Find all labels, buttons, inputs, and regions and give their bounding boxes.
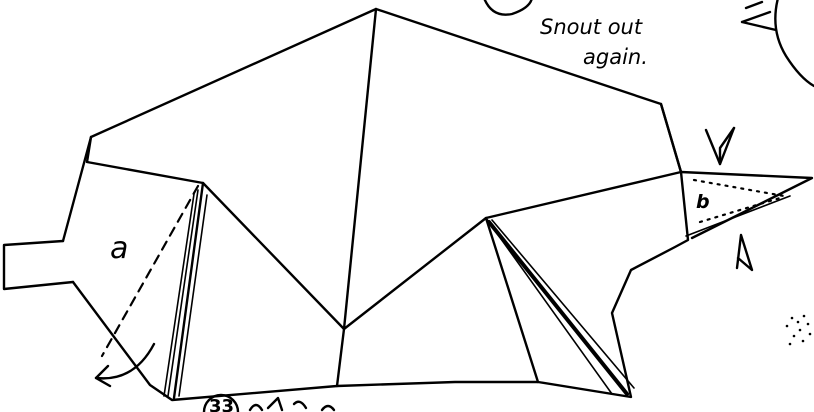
cropped-caption-marks bbox=[250, 398, 334, 410]
fold-label-b: b bbox=[696, 191, 710, 213]
center-crease bbox=[344, 9, 376, 329]
fold-label-a: a bbox=[110, 231, 128, 266]
head-panel-edge bbox=[661, 104, 681, 172]
fold-arrow-a-head bbox=[96, 366, 110, 386]
front-leg-heavy bbox=[489, 222, 627, 394]
previous-diagram-circle bbox=[775, 0, 814, 86]
previous-step-circle bbox=[484, 0, 532, 15]
instruction-line-2: again. bbox=[583, 45, 648, 69]
front-leg-inner bbox=[486, 218, 612, 394]
fold-arrow-a bbox=[96, 344, 154, 378]
instruction-line-1: Snout out bbox=[540, 15, 643, 39]
hip-vertical bbox=[174, 183, 203, 398]
tail bbox=[4, 241, 73, 289]
snout-crease-dots bbox=[700, 198, 780, 222]
stipple-marks bbox=[786, 315, 812, 346]
step-number: 33 bbox=[209, 396, 234, 412]
previous-diagram-sketch bbox=[742, 2, 776, 30]
valley-arrow-bottom bbox=[737, 235, 752, 270]
